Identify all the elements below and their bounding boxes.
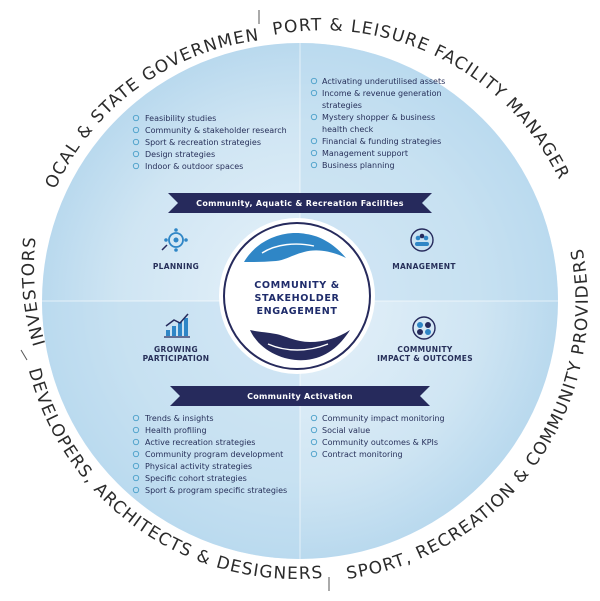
quadrant-label-growing-2: PARTICIPATION (143, 354, 210, 363)
bullet-icon (132, 162, 140, 170)
list-bottom-right: Community impact monitoring Social value… (310, 414, 445, 459)
list-item: Design strategies (145, 150, 215, 159)
list-item: Community outcomes & KPIs (322, 438, 438, 447)
list-item: Health profiling (145, 426, 207, 435)
bullet-icon (310, 137, 318, 145)
banner-facilities: Community, Aquatic & Recreation Faciliti… (168, 193, 432, 213)
quadrant-bottom-left (42, 301, 300, 559)
ring-separator-left (20, 349, 28, 361)
bullet-icon (132, 150, 140, 158)
list-item: Sport & program specific strategies (145, 486, 287, 495)
list-top-right: Activating underutilised assets Income &… (310, 77, 445, 170)
top-hand-detail (261, 243, 315, 254)
center-engagement: COMMUNITY & STAKEHOLDER ENGAGEMENT (219, 218, 375, 374)
center-title-line1: COMMUNITY & (254, 280, 339, 291)
banner-label: Community Activation (247, 392, 353, 401)
bullet-icon (310, 450, 318, 458)
list-item: Contract monitoring (322, 450, 403, 459)
bullet-icon (310, 161, 318, 169)
bullet-icon (132, 114, 140, 122)
list-item: Community & stakeholder research (145, 126, 287, 135)
banner-shape (168, 193, 432, 213)
management-team-icon (410, 228, 434, 252)
list-bottom-left: Trends & insights Health profiling Activ… (132, 414, 287, 495)
list-item: Sport & recreation strategies (145, 138, 261, 147)
list-item: Specific cohort strategies (145, 474, 247, 483)
quadrant-label-management: MANAGEMENT (392, 262, 456, 271)
bullet-icon (132, 414, 140, 422)
banner-shape (170, 386, 430, 406)
quadrant-label-growing-1: GROWING (154, 345, 198, 354)
bullet-icon (310, 438, 318, 446)
community-impact-icon (412, 316, 436, 340)
bullet-icon (132, 138, 140, 146)
list-item: strategies (322, 101, 362, 110)
banner-label: Community, Aquatic & Recreation Faciliti… (196, 199, 404, 208)
list-item: Feasibility studies (145, 114, 216, 123)
top-hand-icon (244, 233, 346, 262)
list-item: Financial & funding strategies (322, 137, 441, 146)
center-title-line3: ENGAGEMENT (257, 306, 338, 317)
list-item: Activating underutilised assets (322, 77, 445, 86)
list-item: Active recreation strategies (145, 438, 255, 447)
bullet-icon (310, 77, 318, 85)
list-item: Community impact monitoring (322, 414, 445, 423)
bullet-icon (132, 126, 140, 134)
bullet-icon (310, 426, 318, 434)
bullet-icon (310, 414, 318, 422)
bullet-icon (310, 113, 318, 121)
bullet-icon (132, 486, 140, 494)
quadrant-label-impact-2: IMPACT & OUTCOMES (377, 354, 473, 363)
planning-gear-icon (161, 228, 188, 252)
list-item: Income & revenue generation (322, 89, 442, 98)
bullet-icon (310, 89, 318, 97)
center-title-line2: STAKEHOLDER (255, 293, 340, 304)
list-item: Trends & insights (144, 414, 214, 423)
list-item: Physical activity strategies (145, 462, 252, 471)
bullet-icon (132, 450, 140, 458)
bullet-icon (132, 438, 140, 446)
growth-chart-icon (164, 313, 190, 338)
list-item: Social value (322, 426, 370, 435)
bullet-icon (310, 149, 318, 157)
bullet-icon (132, 426, 140, 434)
list-top-left: Feasibility studies Community & stakehol… (132, 114, 287, 171)
list-item: Community program development (145, 450, 283, 459)
banner-activation: Community Activation (170, 386, 430, 406)
list-item: Mystery shopper & business (322, 113, 435, 122)
list-item: Management support (322, 149, 408, 158)
bottom-hand-icon (250, 330, 350, 361)
list-item: Business planning (322, 161, 395, 170)
list-item: Indoor & outdoor spaces (145, 162, 243, 171)
list-item: health check (322, 125, 374, 134)
quadrant-label-planning: PLANNING (153, 262, 199, 271)
bullet-icon (132, 462, 140, 470)
quadrant-label-impact-1: COMMUNITY (397, 345, 452, 354)
bottom-hand-detail (267, 343, 329, 351)
quadrant-top-right (300, 43, 558, 301)
bullet-icon (132, 474, 140, 482)
center-ring (223, 222, 371, 370)
